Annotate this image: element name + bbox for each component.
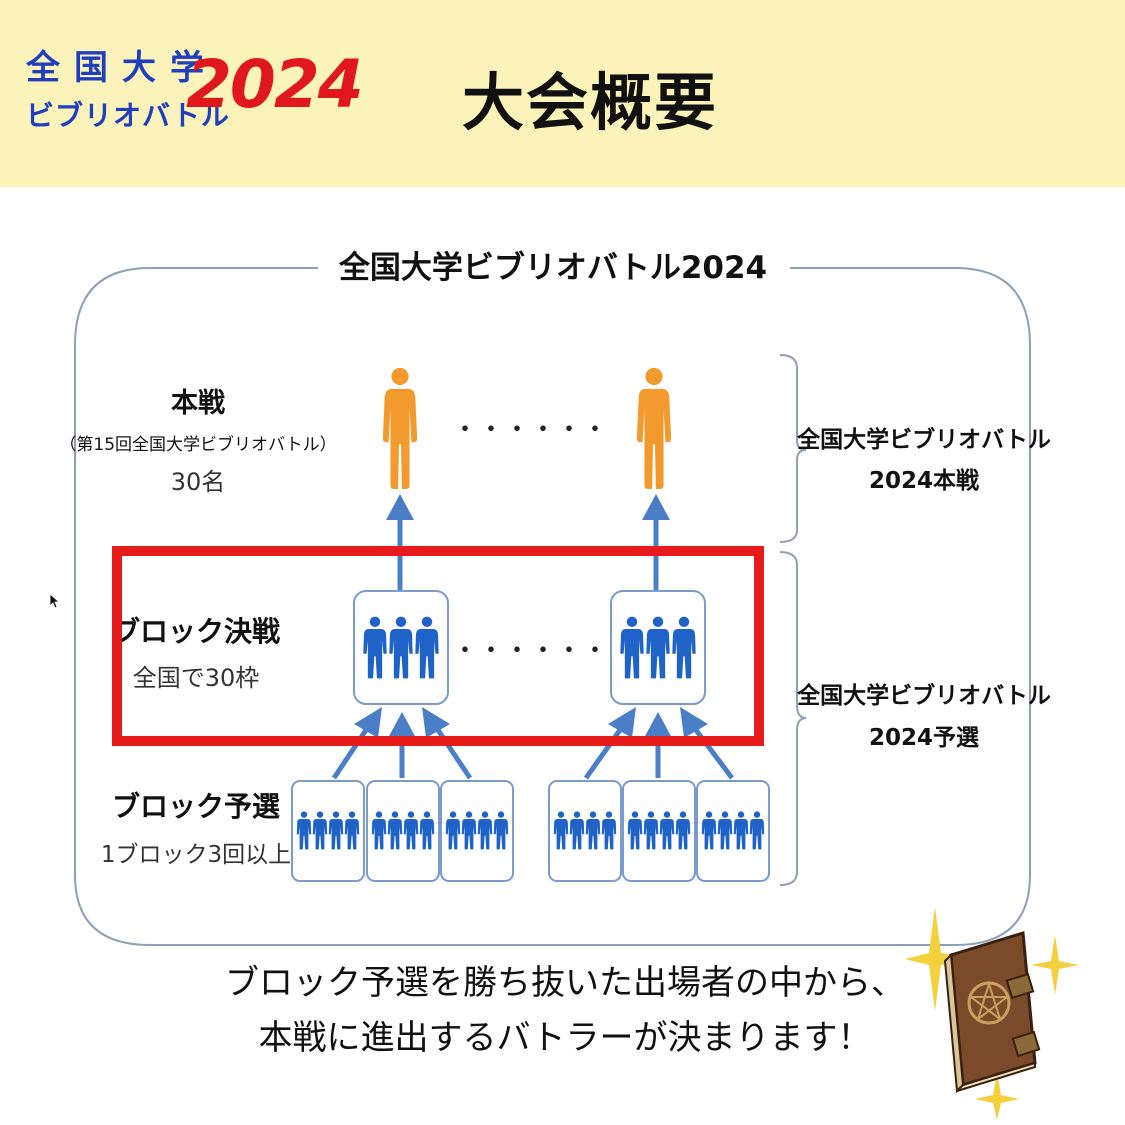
frame-outline (74, 267, 1031, 946)
header-banner: 全国大学 ビブリオバトル 2024 大会概要 (0, 0, 1125, 187)
group-icon (548, 780, 622, 882)
tier-block-prelim-title: ブロック予選 (112, 790, 280, 823)
bracket-main-line1: 全国大学ビブリオバトル (796, 426, 1051, 453)
bracket-main-line2: 2024本戦 (869, 468, 979, 494)
highlight-frame (112, 546, 764, 746)
cursor-icon (49, 593, 59, 609)
tier-block-final-title: ブロック決戦 (112, 615, 280, 648)
book-icon (943, 931, 1041, 1094)
group-icon (696, 780, 770, 882)
logo-line1: 全国大学 (26, 48, 218, 88)
caption-line1: ブロック予選を勝ち抜いた出場者の中から、 (225, 963, 905, 1003)
tier-main-title: 本戦 (171, 388, 225, 419)
group-icon (610, 590, 706, 705)
ellipsis-top: ・・・・・・ (452, 415, 608, 445)
page-title: 大会概要 (462, 66, 719, 139)
bracket-main (779, 354, 807, 543)
sparkle-icon (905, 907, 1079, 1120)
magic-book-illustration (905, 907, 1079, 1120)
caption-line2: 本戦に進出するバトラーが決まります！ (258, 1018, 872, 1058)
ellipsis-middle: ・・・・・・ (452, 636, 608, 666)
person-icon (382, 367, 418, 490)
tier-main-subtitle: （第15回全国大学ビブリオバトル） (59, 434, 336, 455)
logo-line2: ビブリオバトル (26, 99, 230, 132)
tier-main-count: 30名 (171, 468, 226, 496)
prelim-groups (291, 780, 770, 882)
person-icon (636, 367, 672, 490)
group-icon (291, 780, 365, 882)
bracket-prelim-line2: 2024予選 (869, 725, 979, 751)
tier-block-final-count: 全国で30枠 (133, 664, 260, 692)
bracket-prelim (779, 551, 807, 886)
tier-block-prelim-count: 1ブロック3回以上 (101, 842, 291, 868)
group-icon (622, 780, 696, 882)
bracket-prelim-line1: 全国大学ビブリオバトル (796, 682, 1051, 709)
group-icon (353, 590, 449, 705)
arrow-up-icon (386, 494, 670, 590)
group-icon (366, 780, 440, 882)
group-icon (440, 780, 514, 882)
frame-title: 全国大学ビブリオバトル2024 (338, 250, 767, 286)
logo-year: 2024 (186, 46, 364, 123)
